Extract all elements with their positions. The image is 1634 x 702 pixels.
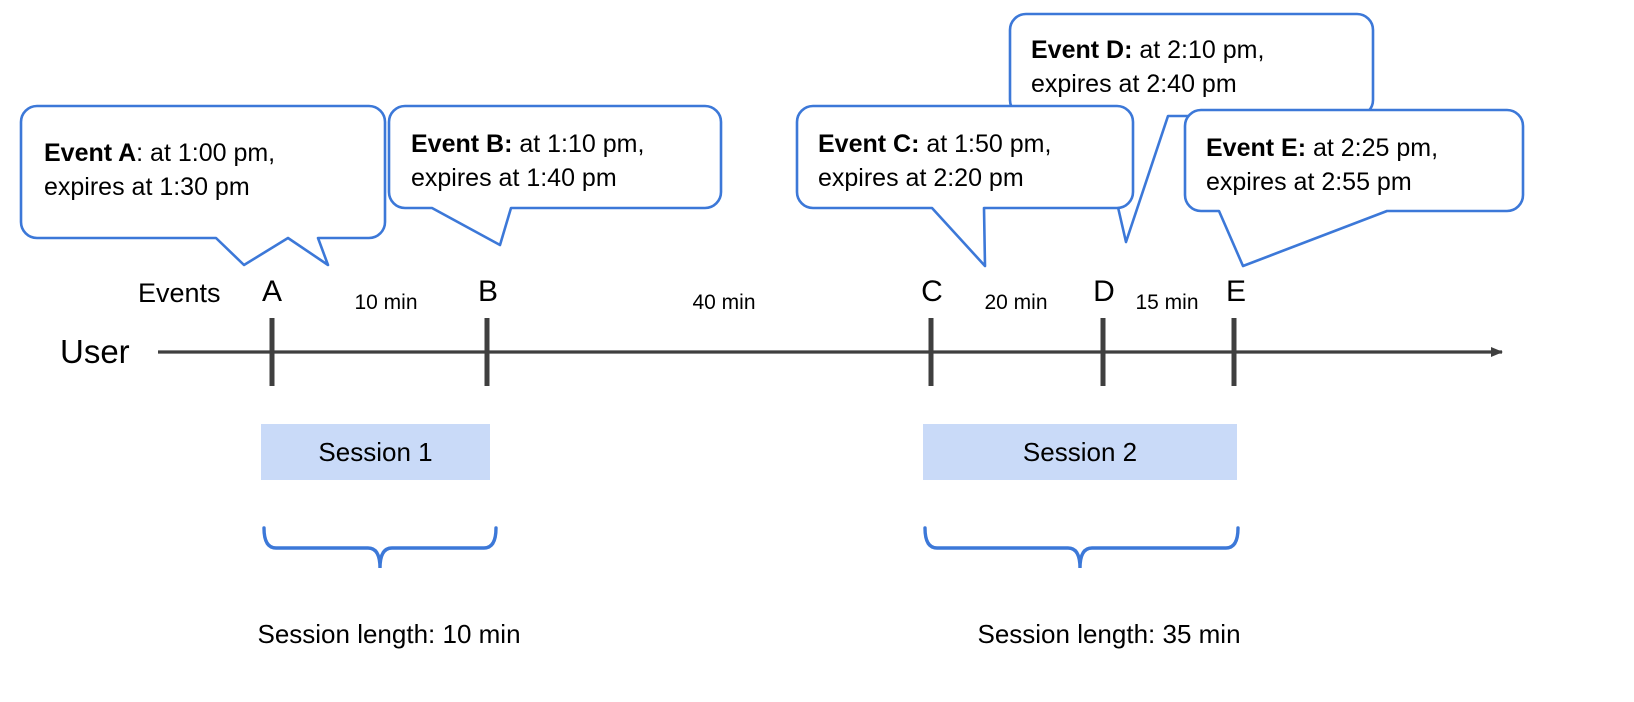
callout-text-c: Event C: at 1:50 pm, expires at 2:20 pm [818, 127, 1051, 195]
callout-bubble-c [795, 104, 1135, 268]
event-letter-d: D [1093, 275, 1115, 308]
session-bar-1: Session 1 [261, 424, 490, 480]
gap-label-c-d: 20 min [984, 291, 1048, 314]
gap-label-b-c: 40 min [692, 291, 756, 314]
callout-a-line2: expires at 1:30 pm [44, 173, 250, 201]
gap-label-d-e: 15 min [1135, 291, 1199, 314]
events-row-label: Events [138, 278, 221, 308]
callout-bubble-b [387, 104, 723, 247]
callout-text-a: Event A: at 1:00 pm, expires at 1:30 pm [44, 136, 275, 204]
callout-e-line2: expires at 2:55 pm [1206, 168, 1412, 196]
callout-b-rest: at 1:10 pm, [512, 130, 645, 158]
callout-d-rest: at 2:10 pm, [1132, 36, 1265, 64]
session-2-length-label: Session length: 35 min [977, 619, 1241, 649]
callout-d-bold: Event D: [1031, 36, 1133, 64]
event-letter-a: A [261, 275, 283, 308]
callout-text-e: Event E: at 2:25 pm, expires at 2:55 pm [1206, 131, 1438, 199]
callout-text-d: Event D: at 2:10 pm, expires at 2:40 pm [1031, 33, 1264, 101]
callout-e-bold: Event E: [1206, 134, 1307, 162]
event-letter-e: E [1225, 275, 1247, 308]
callout-bubble-e [1183, 108, 1525, 268]
session-1-length-label: Session length: 10 min [257, 619, 521, 649]
callout-b-bold: Event B: [411, 130, 513, 158]
callout-c-line2: expires at 2:20 pm [818, 164, 1024, 192]
callout-text-b: Event B: at 1:10 pm, expires at 1:40 pm [411, 127, 644, 195]
event-letter-b: B [477, 275, 499, 308]
callout-bubble-a [19, 104, 387, 267]
callout-c-rest: at 1:50 pm, [919, 130, 1052, 158]
session-2-brace [923, 526, 1240, 569]
event-letter-c: C [921, 275, 943, 308]
callout-b-line2: expires at 1:40 pm [411, 164, 617, 192]
callout-c-bold: Event C: [818, 130, 920, 158]
callout-e-rest: at 2:25 pm, [1306, 134, 1439, 162]
callout-a-rest: : at 1:00 pm, [136, 139, 276, 167]
user-actor-label: User [60, 333, 130, 370]
session-bar-2: Session 2 [923, 424, 1237, 480]
callout-bubble-d [1008, 12, 1375, 244]
callout-d-line2: expires at 2:40 pm [1031, 70, 1237, 98]
gap-label-a-b: 10 min [354, 291, 418, 314]
callout-a-bold: Event A [44, 139, 137, 167]
session-1-brace [262, 526, 498, 569]
